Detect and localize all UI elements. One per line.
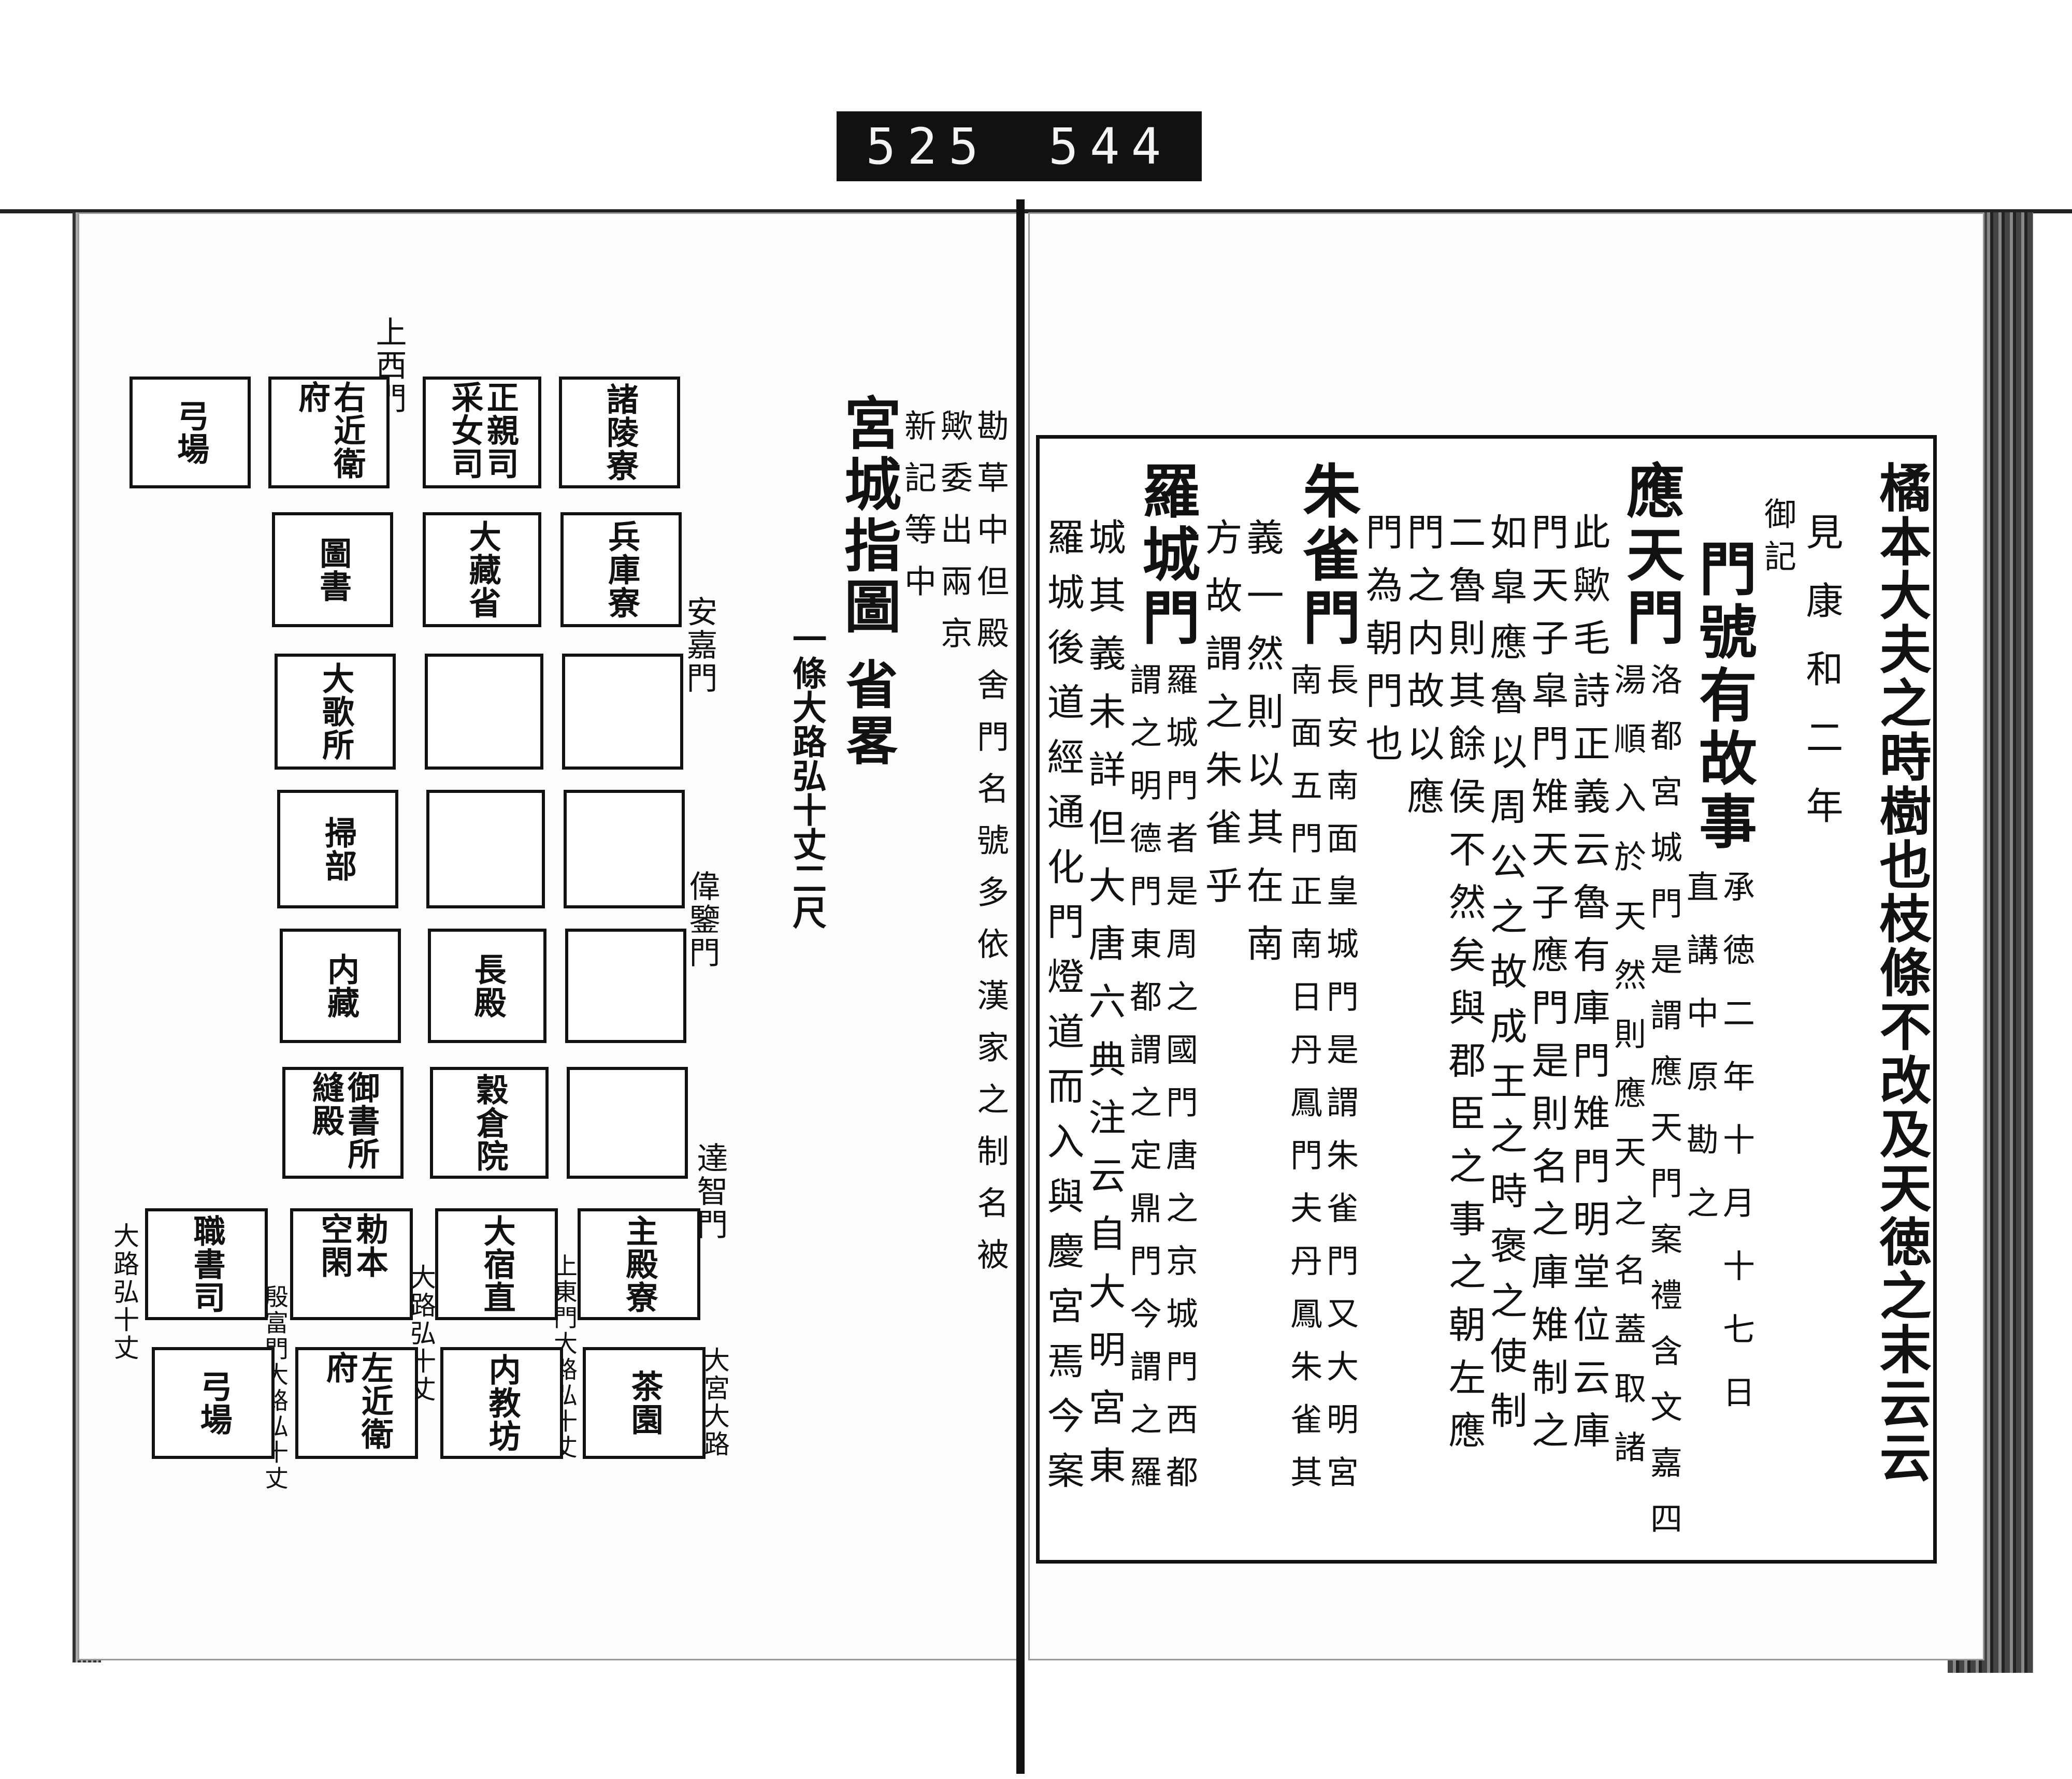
text-column: 方故謂之朱雀乎	[1199, 518, 1242, 924]
building-box: 長殿	[428, 929, 546, 1043]
building-box-empty	[564, 790, 685, 908]
building-label: 諸陵寮	[601, 383, 639, 482]
text-column: 直講中原勘之	[1681, 870, 1719, 1249]
building-box: 主殿寮	[578, 1208, 700, 1320]
building-label: 茶園	[625, 1370, 664, 1436]
text-column: 門為朝門也	[1359, 513, 1403, 777]
scan-top-line	[0, 209, 2072, 213]
building-label: 大歌所	[316, 662, 355, 761]
building-box: 大宿直	[435, 1208, 558, 1320]
text-column: 長安南面皇城門是謂朱雀門又大明宮	[1321, 663, 1359, 1508]
building-label: 職書司	[188, 1214, 226, 1314]
building-label: 大藏省	[463, 520, 501, 619]
text-column-heading: 羅城門	[1132, 461, 1200, 650]
building-box-empty	[565, 929, 686, 1043]
building-box-empty	[567, 1067, 688, 1179]
building-box: 穀倉院	[430, 1067, 549, 1179]
building-box-empty	[562, 654, 683, 770]
text-column-heading: 門號有故事	[1689, 539, 1757, 855]
building-label: 長殿	[468, 952, 507, 1019]
building-label: 勅本 空閑	[315, 1212, 388, 1279]
building-label: 穀倉院	[470, 1073, 509, 1173]
text-column: 見康和二年	[1800, 513, 1843, 855]
note-line: 歟委出兩京	[935, 409, 973, 668]
building-box: 職書司	[145, 1208, 268, 1320]
text-column: 承徳二年十月十七日	[1717, 870, 1755, 1439]
building-label: 右近衛府	[293, 381, 366, 480]
text-column: 橘本大夫之時樹也枝條不改及天徳之末云云	[1870, 461, 1932, 1484]
map-title: 宮城指圖	[834, 394, 901, 638]
building-box: 大藏省	[423, 512, 541, 627]
building-box: 諸陵寮	[559, 377, 680, 488]
main-road-label: 一條大路弘十丈二尺	[787, 621, 827, 929]
text-frame	[1036, 435, 1937, 1564]
text-column: 羅城門者是周之國門唐之京城門西都	[1160, 663, 1198, 1508]
building-box: 茶園	[583, 1347, 706, 1459]
text-column: 御記	[1759, 497, 1796, 582]
text-column: 城其義未詳但大唐六典注云自大明宮東	[1082, 518, 1126, 1504]
building-box: 弓場	[152, 1347, 275, 1459]
text-column: 門天子皐門雉天子應門是則名之庫雉制之	[1525, 513, 1569, 1464]
building-label: 圖書	[314, 537, 352, 603]
building-box: 内藏	[280, 929, 401, 1043]
building-box: 内教坊	[440, 1347, 563, 1459]
building-box: 正親司 采女司	[423, 377, 541, 488]
building-label: 御書所 縫殿	[307, 1071, 380, 1170]
building-label: 弓場	[171, 399, 210, 466]
text-column: 羅城後道經通化門燈道而入與慶宮焉今案	[1041, 518, 1084, 1506]
building-box-empty	[425, 654, 543, 770]
catalog-number-left: 525	[866, 117, 990, 176]
building-box: 御書所 縫殿	[282, 1067, 404, 1179]
text-column: 洛都宮城門是謂應天門案禮含文嘉四	[1645, 663, 1682, 1558]
building-box: 弓場	[130, 377, 251, 488]
map-title-note: 省畧	[837, 658, 898, 770]
note-line: 新記等中	[899, 409, 937, 616]
building-label: 正親司 采女司	[445, 381, 519, 480]
text-column: 此歟毛詩正義云魯有庫門雉門明堂位云庫	[1566, 513, 1610, 1464]
building-box: 勅本 空閑	[290, 1208, 413, 1320]
text-column: 門之内故以應	[1401, 513, 1444, 830]
book-spine	[1016, 199, 1025, 1774]
building-box: 兵庫寮	[560, 512, 682, 627]
building-box: 掃部	[277, 790, 398, 908]
note-line: 勘草中但殿舍門名號多依漢家之制名被	[971, 409, 1009, 1290]
gate-label: 安嘉門	[681, 596, 717, 695]
building-label: 左近衛府	[320, 1351, 394, 1451]
building-label: 弓場	[194, 1370, 233, 1436]
building-label: 兵庫寮	[602, 520, 641, 619]
building-label: 主殿寮	[620, 1214, 658, 1314]
text-column: 南面五門正南日丹鳳門夫丹鳳朱雀其	[1285, 663, 1322, 1508]
text-column-heading: 應天門	[1617, 461, 1685, 650]
building-box: 大歌所	[275, 654, 396, 770]
text-column: 如皐應魯以周公之故成王之時褒之使制	[1484, 513, 1527, 1446]
text-column: 湯順入於天然則應天之名蓋取諸	[1608, 663, 1646, 1489]
building-box-empty	[426, 790, 545, 908]
building-box: 圖書	[272, 512, 393, 627]
building-label: 掃部	[319, 816, 357, 883]
road-label: 大宮大路	[700, 1347, 730, 1458]
building-label: 内教坊	[483, 1353, 521, 1453]
gate-label: 偉鑒門	[684, 870, 720, 970]
building-label: 内藏	[322, 952, 360, 1019]
catalog-number-label: 525 544	[837, 111, 1202, 181]
text-column: 謂之明德門東都謂之定鼎門今謂之羅	[1124, 663, 1162, 1508]
text-column: 二魯則其餘侯不然矣與郡臣之事之朝左應	[1442, 513, 1486, 1464]
catalog-number-right: 544	[1048, 117, 1173, 176]
text-column-heading: 朱雀門	[1293, 461, 1361, 650]
building-box: 左近衛府	[295, 1347, 418, 1459]
text-column: 義一然則以其在南	[1240, 518, 1284, 982]
building-label: 大宿直	[478, 1214, 516, 1314]
building-box: 右近衛府	[268, 377, 390, 488]
road-label: 大路弘十丈	[109, 1222, 139, 1362]
